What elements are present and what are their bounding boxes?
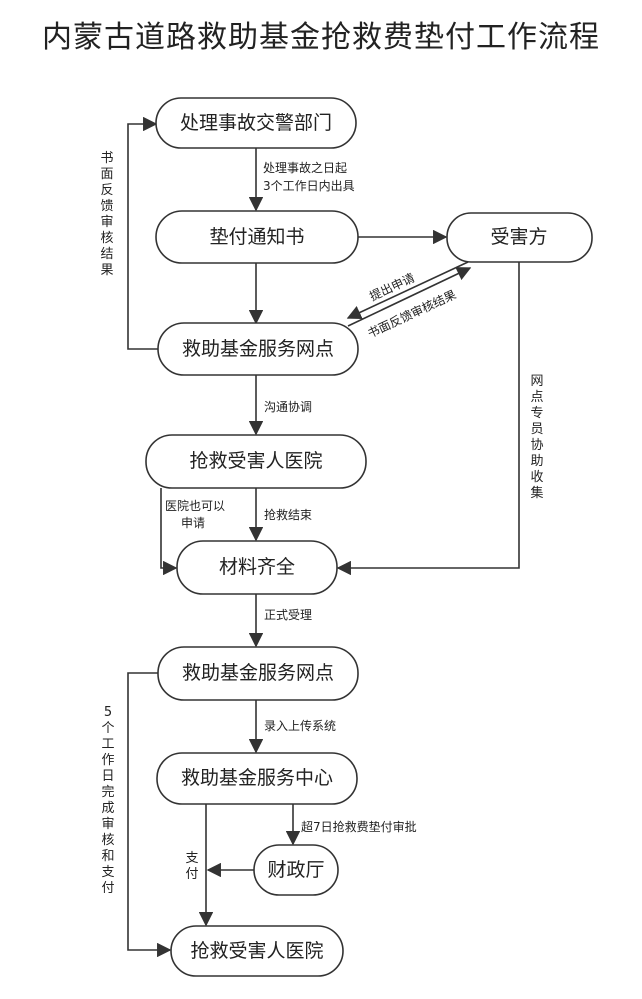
label-point-collect-char: 收: [530, 470, 543, 485]
node-hospital-2: 抢救受害人医院: [170, 925, 344, 977]
node-service-center-label: 救助基金服务中心: [181, 767, 333, 789]
node-service-point-2: 救助基金服务网点: [157, 646, 359, 701]
label-written-feedback: 书面反馈审核结果: [100, 151, 113, 278]
label-pay-char: 付: [185, 867, 198, 882]
node-notice: 垫付通知书: [155, 210, 359, 264]
node-victim-label: 受害方: [490, 226, 547, 248]
label-point-collect-char: 助: [530, 454, 543, 469]
node-service-point-2-label: 救助基金服务网点: [182, 662, 334, 684]
label-five-days-char: 5: [104, 705, 112, 720]
node-service-center: 救助基金服务中心: [156, 752, 358, 805]
label-hospital-apply-line2: 申请: [181, 516, 205, 530]
label-communicate: 沟通协调: [264, 399, 312, 414]
label-issue-line2: 3个工作日内出具: [263, 179, 355, 193]
node-hospital-2-label: 抢救受害人医院: [190, 940, 323, 962]
arrow-five-days: [127, 672, 172, 958]
label-point-collect-char: 网: [530, 374, 543, 389]
label-written-feedback-char: 果: [100, 263, 113, 278]
node-finance-label: 财政厅: [267, 859, 324, 881]
label-five-days-char: 作: [101, 753, 114, 768]
label-written-feedback-char: 核: [100, 231, 113, 246]
label-written-feedback-char: 结: [100, 247, 113, 262]
label-over7: 超7日抢救费垫付审批: [301, 819, 417, 834]
arrow-feedback-loop: [127, 116, 158, 350]
label-written-feedback-char: 馈: [100, 199, 113, 214]
label-five-days-char: 成: [101, 801, 114, 816]
node-hospital-1-label: 抢救受害人医院: [189, 450, 322, 472]
node-service-point-1: 救助基金服务网点: [157, 322, 359, 376]
label-five-days-char: 个: [101, 721, 114, 736]
label-point-collect-char: 协: [530, 438, 543, 453]
node-materials: 材料齐全: [176, 540, 338, 595]
label-point-collect-char: 专: [530, 406, 543, 421]
label-five-days-char: 付: [101, 881, 114, 896]
label-rescue-end: 抢救结束: [264, 507, 312, 522]
label-issue-line1: 处理事故之日起: [263, 160, 347, 175]
label-written-feedback-char: 反: [100, 183, 113, 198]
label-five-days-char: 支: [101, 865, 114, 880]
node-materials-label: 材料齐全: [219, 556, 295, 578]
label-five-days-char: 日: [101, 769, 114, 784]
label-pay-char: 支: [185, 851, 198, 866]
label-five-days-char: 和: [101, 849, 114, 864]
arrow-victim-to-service-point: [346, 261, 469, 320]
label-apply: 提出申请: [367, 270, 417, 304]
label-five-days-char: 核: [101, 833, 114, 848]
label-written-feedback-char: 审: [100, 215, 113, 230]
arrow-service-point-to-victim: [347, 267, 472, 327]
label-five-days-char: 审: [101, 817, 114, 832]
label-written-feedback-char: 书: [100, 151, 113, 166]
label-point-collect-char: 集: [530, 485, 543, 501]
node-traffic-police-label: 处理事故交警部门: [180, 112, 332, 134]
node-hospital-1: 抢救受害人医院: [145, 434, 367, 489]
label-five-days-char: 工: [101, 737, 114, 752]
arrow-victim-to-materials: [336, 262, 520, 576]
label-point-collect-char: 点: [530, 390, 543, 405]
node-service-point-1-label: 救助基金服务网点: [182, 338, 334, 360]
node-traffic-police: 处理事故交警部门: [155, 97, 357, 149]
label-formal-accept: 正式受理: [264, 608, 312, 622]
arrow-hospital-apply: [160, 488, 178, 576]
label-hospital-apply-line1: 医院也可以: [165, 499, 225, 513]
label-point-collect-char: 员: [530, 422, 543, 437]
page-title: 内蒙古道路救助基金抢救费垫付工作流程: [42, 20, 600, 55]
node-finance: 财政厅: [253, 844, 339, 896]
label-upload: 录入上传系统: [264, 718, 336, 733]
label-pay: 支付: [185, 851, 198, 882]
node-victim: 受害方: [446, 212, 593, 263]
label-written-feedback-char: 面: [100, 167, 113, 182]
label-five-days-char: 完: [101, 785, 114, 800]
node-notice-label: 垫付通知书: [209, 226, 304, 248]
